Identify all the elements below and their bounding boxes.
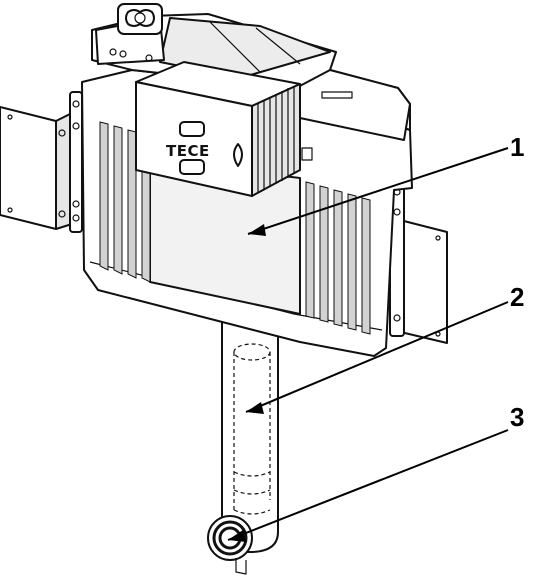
callout-3: 3: [510, 402, 524, 432]
valve-knob: [117, 3, 163, 35]
right-mounting-bracket: [389, 175, 448, 344]
pipe-connector: [207, 515, 253, 575]
flush-pipe: [221, 311, 279, 553]
right-ribs: [305, 181, 371, 335]
upper-button: [179, 121, 205, 137]
lower-button: [179, 159, 205, 175]
cistern-lid: [91, 3, 411, 141]
leaf-icon: [233, 143, 243, 167]
tece-logo: TECE: [166, 142, 210, 160]
leader-line-1: [247, 147, 509, 235]
callout-1: 1: [510, 132, 524, 162]
left-mounting-bracket: [0, 91, 83, 233]
cooling-fins: [257, 86, 295, 193]
arrowhead-1: [248, 224, 266, 236]
leader-line-3: [227, 429, 509, 541]
arrowhead-2: [246, 402, 264, 414]
side-marker: [301, 147, 313, 161]
leader-line-2: [245, 301, 509, 413]
arrowhead-3: [228, 530, 246, 542]
finned-actuator-block: TECE: [135, 61, 301, 197]
callout-2: 2: [510, 282, 524, 312]
